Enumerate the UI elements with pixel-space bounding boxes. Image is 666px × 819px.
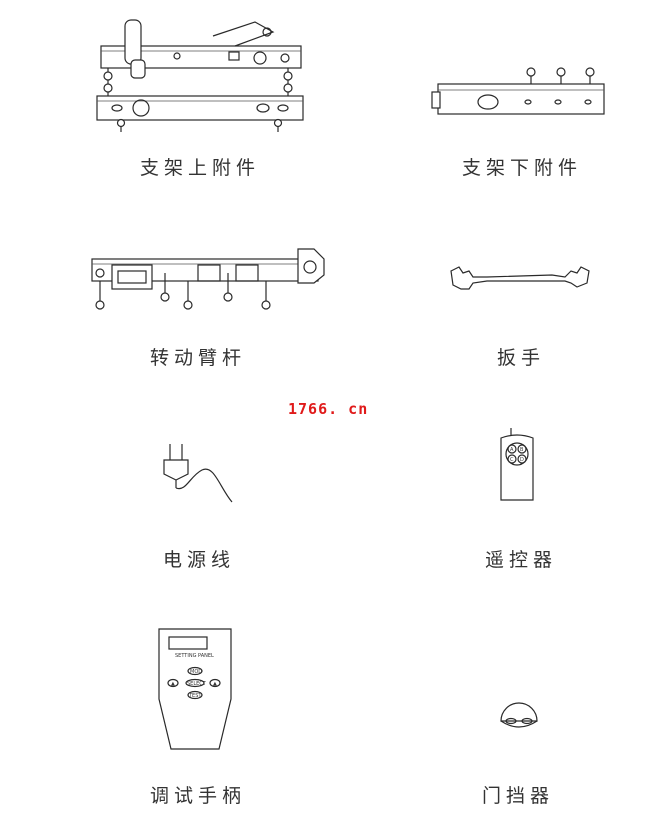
remote-button-d: D (520, 457, 524, 463)
door-stopper-icon (500, 702, 538, 728)
remote-button-b: B (520, 447, 524, 453)
item-label: 调试手柄 (150, 785, 247, 807)
test-button-label: TEST (188, 693, 202, 699)
power-cord-icon (163, 444, 233, 503)
item-label: 支架上附件 (140, 157, 261, 179)
svg-text:▲: ▲ (171, 681, 175, 687)
upper-bracket-icon (96, 19, 304, 132)
remote-control-icon: A B C D (497, 428, 537, 503)
watermark: 1766. cn (288, 400, 369, 418)
wrench-icon (450, 266, 590, 290)
debug-handle-icon: SETTING PANEL MOD ▲ SELECT ▲ TEST (155, 625, 235, 753)
item-label: 遥控器 (485, 549, 558, 571)
item-label: 扳手 (497, 347, 546, 369)
item-label: 电源线 (163, 549, 236, 571)
mod-button-label: MOD (190, 669, 202, 675)
item-label: 门挡器 (482, 785, 555, 807)
svg-text:▲: ▲ (213, 681, 217, 687)
rotating-arm-icon (91, 248, 325, 310)
remote-button-a: A (510, 447, 514, 453)
panel-title: SETTING PANEL (175, 653, 214, 659)
item-label: 支架下附件 (462, 157, 583, 179)
remote-button-c: C (510, 457, 514, 463)
select-button-label: SELECT (187, 681, 207, 687)
lower-bracket-icon (431, 67, 605, 115)
item-label: 转动臂杆 (150, 347, 247, 369)
